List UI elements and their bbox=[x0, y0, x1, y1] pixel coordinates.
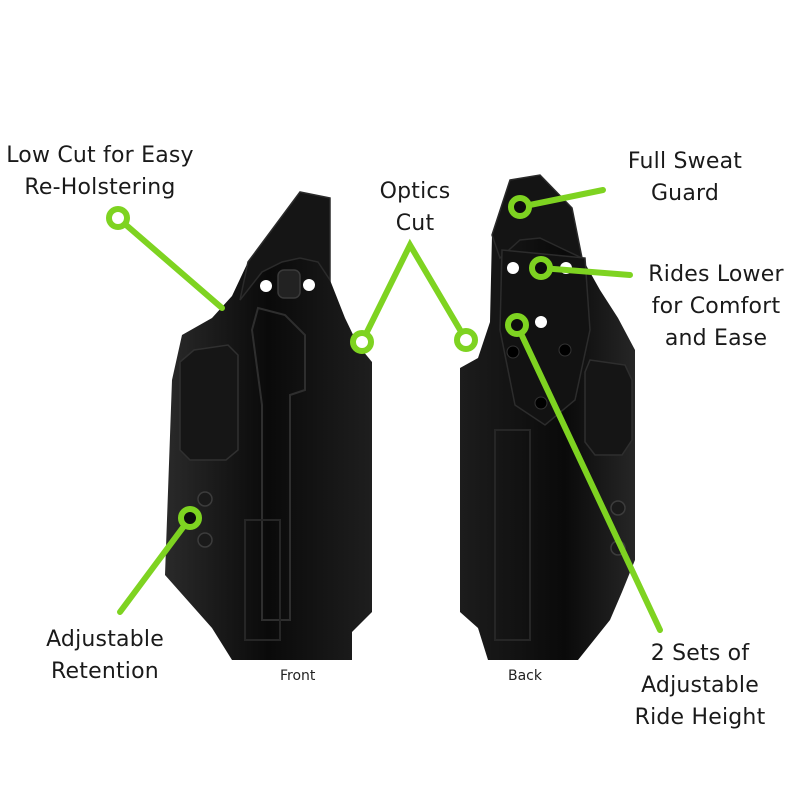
front-trigger-molding bbox=[179, 344, 239, 461]
rides-lower-line-1: Rides Lower bbox=[648, 262, 784, 287]
retention-label: Adjustable Retention bbox=[30, 624, 180, 688]
ride-height-dot bbox=[505, 313, 529, 337]
optics-cut-dot-right bbox=[454, 328, 478, 352]
optics-cut-label: Optics Cut bbox=[360, 176, 470, 240]
back-hole-4 bbox=[506, 345, 520, 359]
back-screw-1 bbox=[610, 500, 626, 516]
rides-lower-label: Rides Lower for Comfort and Ease bbox=[636, 259, 796, 355]
retention-leader bbox=[117, 515, 193, 615]
low-cut-label: Low Cut for Easy Re-Holstering bbox=[4, 140, 196, 204]
callout-lines bbox=[115, 187, 663, 633]
ride-height-line-3: Ride Height bbox=[634, 705, 766, 730]
front-holster-body bbox=[165, 192, 372, 660]
retention-dot bbox=[178, 506, 202, 530]
callout-dots bbox=[106, 195, 553, 530]
front-muzzle-ridge bbox=[244, 519, 281, 641]
optics-cut-line-1: Optics bbox=[379, 179, 451, 204]
optics-cut-leader bbox=[359, 238, 469, 345]
front-slide-ridge bbox=[250, 306, 306, 621]
back-hole-5 bbox=[558, 343, 572, 357]
ride-height-label: 2 Sets of Adjustable Ride Height bbox=[620, 638, 780, 734]
sweat-guard-label: Full Sweat Guard bbox=[610, 146, 760, 210]
rides-lower-leader bbox=[538, 265, 633, 278]
front-clip-plate bbox=[277, 269, 301, 299]
optics-cut-dot-left bbox=[350, 330, 374, 354]
front-hole-1 bbox=[260, 280, 272, 292]
front-hole-2 bbox=[303, 279, 315, 291]
back-holster bbox=[460, 174, 635, 660]
back-hole-6 bbox=[534, 396, 548, 410]
retention-line-1: Adjustable bbox=[46, 627, 164, 652]
sweat-guard-line-1: Full Sweat bbox=[627, 149, 743, 174]
retention-line-2: Retention bbox=[51, 659, 159, 684]
back-sweat-guard bbox=[491, 174, 584, 260]
sweat-guard-dot bbox=[508, 195, 532, 219]
sweat-guard-line-2: Guard bbox=[650, 181, 720, 206]
front-screw-2 bbox=[197, 532, 213, 548]
back-hole-3 bbox=[535, 316, 547, 328]
low-cut-dot bbox=[106, 206, 130, 230]
back-slide-ridge bbox=[494, 429, 531, 641]
rides-lower-dot bbox=[529, 256, 553, 280]
front-caption: Front bbox=[280, 668, 316, 684]
ride-height-leader bbox=[514, 322, 663, 633]
optics-cut-line-2: Cut bbox=[395, 211, 435, 236]
front-holster bbox=[165, 191, 372, 660]
sweat-guard-leader bbox=[517, 187, 606, 210]
low-cut-line-1: Low Cut for Easy bbox=[6, 143, 194, 168]
back-trigger-molding bbox=[584, 359, 633, 456]
rides-lower-line-2: for Comfort bbox=[651, 294, 781, 319]
low-cut-leader bbox=[115, 215, 225, 311]
ride-height-line-1: 2 Sets of bbox=[650, 641, 750, 666]
front-screw-1 bbox=[197, 491, 213, 507]
low-cut-line-2: Re-Holstering bbox=[24, 175, 176, 200]
back-hole-1 bbox=[507, 262, 519, 274]
rides-lower-line-3: and Ease bbox=[664, 326, 768, 351]
front-sweat-guard bbox=[239, 191, 331, 301]
ride-height-line-2: Adjustable bbox=[641, 673, 759, 698]
back-caption: Back bbox=[508, 668, 542, 684]
